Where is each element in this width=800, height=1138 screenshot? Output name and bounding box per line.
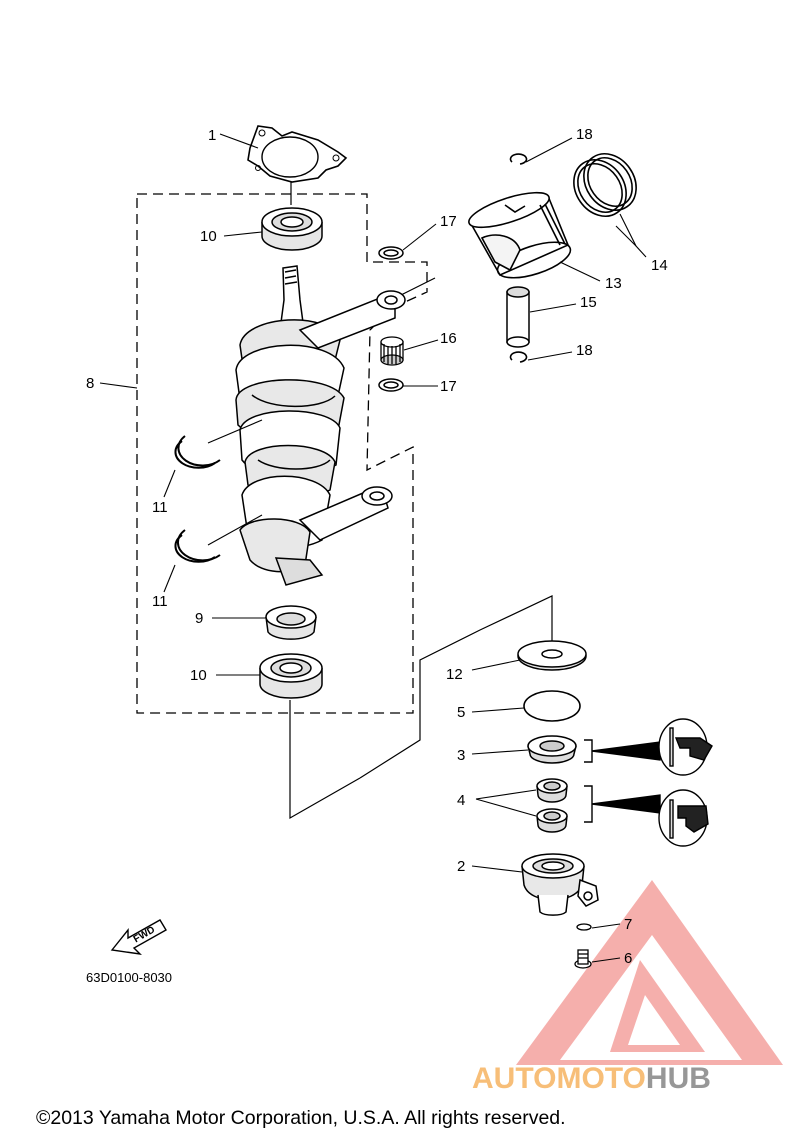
svg-text:AUTOMOTOHUB: AUTOMOTOHUB — [472, 1062, 711, 1095]
automotohub-watermark-logo — [516, 880, 783, 1065]
o-ring-part-5 — [523, 690, 581, 722]
oil-seal-part-4-upper — [536, 778, 568, 803]
callout-14: 14 — [651, 257, 668, 274]
clip-part-18-lower — [509, 351, 528, 363]
bolt-part-6 — [574, 949, 592, 969]
callout-4: 4 — [457, 792, 465, 809]
callout-18-lower: 18 — [576, 342, 593, 359]
callout-15: 15 — [580, 294, 597, 311]
callout-7: 7 — [624, 916, 632, 933]
washer-part-7 — [576, 923, 592, 931]
piston-pin-part-15 — [506, 286, 530, 348]
watermark-text-automoto: AUTOMOTO — [472, 1062, 646, 1095]
assembly-dashed-boundary — [136, 193, 428, 714]
seal-orientation-detail-insets — [584, 718, 713, 847]
watermark-text-hub: HUB — [646, 1062, 711, 1095]
washer-part-17-lower — [378, 378, 404, 392]
callout-11-upper: 11 — [152, 499, 168, 516]
callout-11-lower: 11 — [152, 593, 168, 610]
oil-seal-part-9 — [265, 605, 317, 640]
callout-5: 5 — [457, 704, 465, 721]
callout-10-upper: 10 — [200, 228, 217, 245]
callout-3: 3 — [457, 747, 465, 764]
oil-seal-part-3 — [527, 735, 577, 764]
needle-bearing-part-16 — [380, 336, 404, 366]
leader-lines — [99, 133, 647, 963]
retaining-ring-part-11-upper — [174, 435, 221, 469]
callout-1: 1 — [208, 127, 216, 144]
gasket-part-1 — [247, 125, 348, 183]
fwd-arrow-icon: FWD — [110, 919, 167, 955]
crankshaft-part-8 — [235, 265, 406, 586]
washer-part-12 — [517, 640, 587, 671]
diagram-part-code: 63D0100-8030 — [86, 970, 172, 985]
callout-17-lower: 17 — [440, 378, 457, 395]
clip-part-18-upper — [509, 153, 528, 165]
bearing-part-10-upper — [261, 207, 323, 251]
callout-2: 2 — [457, 858, 465, 875]
copyright-footer: ©2013 Yamaha Motor Corporation, U.S.A. A… — [36, 1107, 566, 1129]
callout-18-upper: 18 — [576, 126, 593, 143]
piston-part-13 — [468, 191, 572, 279]
housing-part-2 — [521, 853, 599, 916]
callout-10-lower: 10 — [190, 667, 207, 684]
automotohub-watermark-text: AUTOMOTOHUB — [472, 1062, 711, 1095]
oil-seal-part-4-lower — [536, 808, 568, 833]
bearing-part-10-lower — [259, 653, 323, 699]
washer-part-17-upper — [378, 246, 404, 260]
callout-6: 6 — [624, 950, 632, 967]
callout-9: 9 — [195, 610, 203, 627]
callout-17-upper: 17 — [440, 213, 457, 230]
retaining-ring-part-11-lower — [174, 529, 221, 563]
piston-rings-part-14 — [573, 153, 637, 217]
callout-16: 16 — [440, 330, 457, 347]
callout-13: 13 — [605, 275, 622, 292]
callout-12: 12 — [446, 666, 463, 683]
callout-8: 8 — [86, 375, 94, 392]
callout-labels: 1 10 8 11 11 9 10 17 16 17 18 13 14 15 1… — [86, 126, 668, 967]
